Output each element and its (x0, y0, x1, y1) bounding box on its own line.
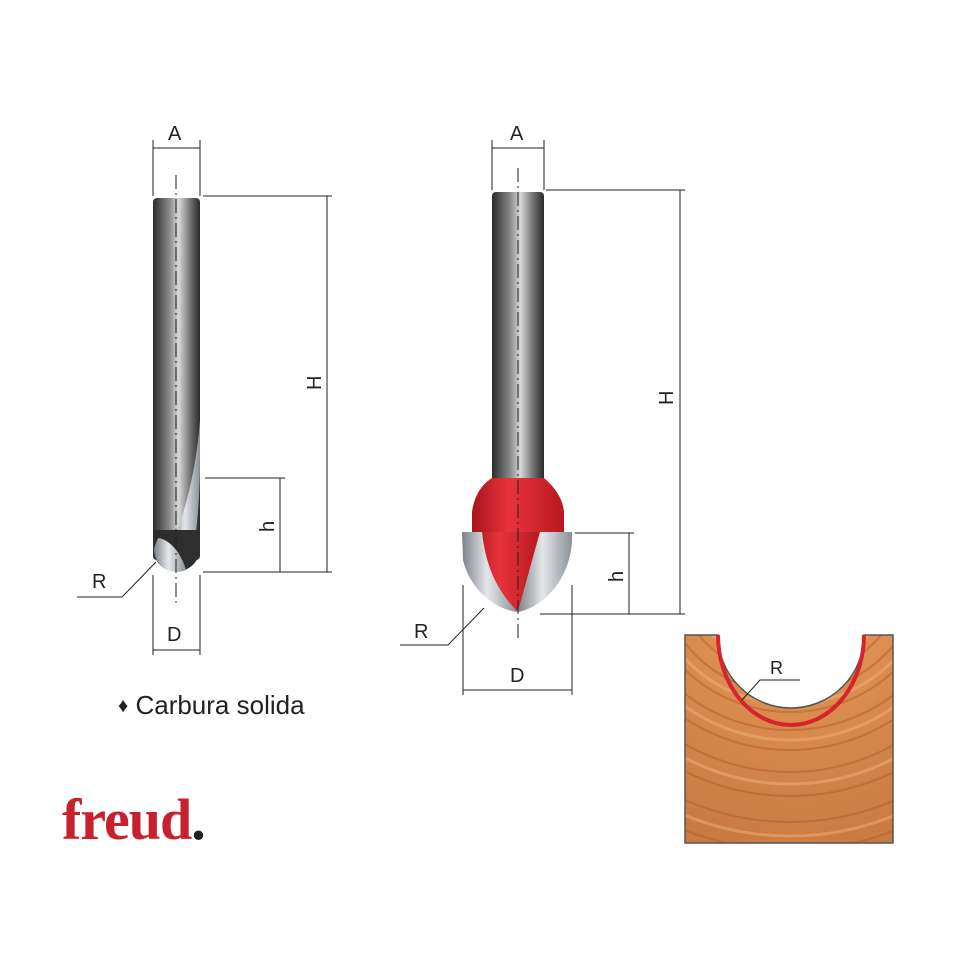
profile-dim-R-label: R (770, 658, 783, 678)
feature-text: Carbura solida (135, 690, 305, 720)
freud-logo: freud. (62, 786, 206, 853)
brand-dot: . (191, 787, 205, 852)
right-red-lower (472, 532, 540, 612)
wood-groove-edge (716, 634, 866, 727)
left-dim-R-leader (77, 561, 157, 598)
left-dim-h-label: h (257, 521, 279, 532)
bullet-icon: ♦ (118, 695, 129, 717)
right-router-bit: A H h R D (400, 123, 685, 695)
right-dim-h-label: h (606, 571, 628, 582)
wood-profile: R (684, 634, 894, 844)
left-router-bit: A H h R D (77, 123, 332, 655)
left-dim-H-label: H (304, 376, 326, 390)
brand-name: freud (62, 787, 192, 852)
left-dim-D-label: D (167, 624, 181, 646)
right-dim-A-label: A (510, 123, 524, 145)
right-carbide-cutter-2 (518, 532, 573, 612)
left-dim-A-label: A (168, 123, 182, 145)
right-dim-H-label: H (656, 391, 678, 405)
right-dim-D-label: D (510, 665, 524, 687)
right-carbide-cutter (462, 532, 518, 612)
feature-note: ♦ Carbura solida (118, 690, 305, 721)
right-dim-R-label: R (414, 621, 428, 643)
left-dim-R-label: R (92, 571, 106, 593)
right-dim-R-leader (400, 607, 485, 646)
profile-dim-R-leader (741, 679, 800, 701)
left-ball-cut (153, 538, 186, 572)
